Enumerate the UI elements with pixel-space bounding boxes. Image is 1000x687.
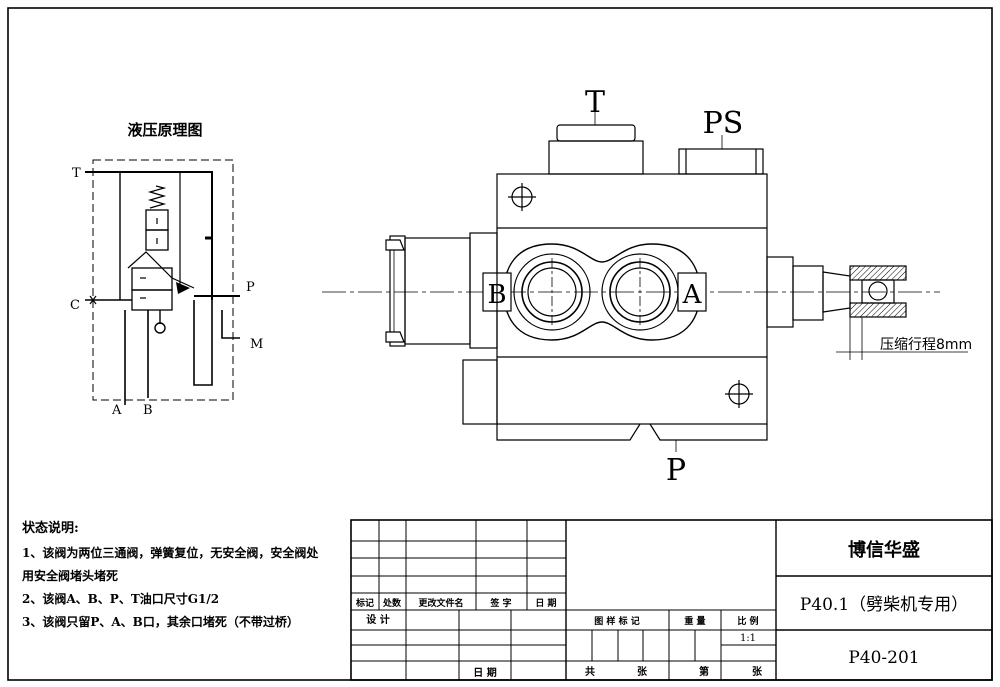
- m-line: [221, 310, 240, 339]
- valve-box-4: [131, 289, 173, 311]
- spool-housing: [792, 265, 824, 321]
- assembly-label-ps: PS: [703, 106, 744, 141]
- number-label: 第: [699, 665, 709, 678]
- port-label-t: T: [72, 166, 81, 181]
- clevis-bottom: [849, 302, 907, 318]
- flow-arrow: [176, 282, 190, 294]
- rev-header-date: 日 期: [535, 597, 556, 609]
- notes-line-4: 3、该阀只留P、A、B口，其余口堵死（不带过桥）: [22, 614, 299, 629]
- ps-boss: [678, 148, 764, 175]
- port-label-p: P: [246, 280, 255, 295]
- handle-knob: [154, 322, 166, 334]
- scale-value: 1:1: [740, 633, 756, 644]
- t-boss: [548, 140, 644, 175]
- port-label-m: M: [250, 337, 263, 352]
- valve-box-2: [145, 229, 169, 251]
- design-label: 设 计: [366, 613, 389, 626]
- sheet-label-2: 张: [752, 665, 763, 678]
- rev-header-file: 更改文件名: [418, 597, 463, 609]
- tank-line: [85, 171, 213, 300]
- rev-header-sign: 签 字: [489, 597, 511, 609]
- sheet-border: [7, 7, 993, 681]
- title-block-frame: [350, 519, 993, 681]
- status-notes: 状态说明: 1、该阀为两位三通阀，弹簧复位，无安全阀，安全阀处 用安全阀堵头堵死…: [21, 520, 319, 629]
- notes-line-1: 1、该阀为两位三通阀，弹簧复位，无安全阀，安全阀处: [22, 545, 319, 560]
- valve-assembly: [322, 112, 968, 452]
- flow-path: [127, 251, 195, 289]
- clevis-top: [849, 265, 907, 281]
- schematic-title: 液压原理图: [127, 121, 202, 139]
- side-block: [462, 359, 498, 425]
- field-drawing-mark: 图 样 标 记: [594, 615, 639, 627]
- port-label-a: A: [111, 403, 122, 418]
- schematic-enclosure: [92, 159, 234, 401]
- model-name: P40.1（劈柴机专用）: [800, 595, 968, 615]
- notes-heading: 状态说明:: [22, 520, 79, 536]
- field-weight: 重 量: [684, 615, 705, 627]
- left-end-cover: [404, 237, 471, 345]
- sheet-label: 张: [637, 665, 648, 678]
- assembly-label-a: A: [682, 280, 703, 310]
- assembly-label-p: P: [666, 453, 686, 488]
- bottom-flange: [496, 423, 768, 441]
- hydraulic-schematic: 液压原理图: [70, 121, 263, 418]
- rev-header-count: 处数: [382, 597, 402, 609]
- port-label-b: B: [143, 403, 153, 418]
- total-label: 共: [585, 665, 595, 678]
- port-label-c: C: [70, 298, 80, 313]
- port-a-outer: [513, 253, 591, 331]
- title-block: [350, 519, 993, 681]
- assembly-label-b: B: [487, 280, 506, 310]
- field-scale: 比 例: [737, 615, 758, 627]
- clevis-pin: [861, 279, 895, 304]
- port-a-box: [677, 272, 707, 312]
- assembly-label-t: T: [585, 85, 605, 120]
- notes-line-3: 2、该阀A、B、P、T油口尺寸G1/2: [22, 591, 219, 606]
- notes-line-2: 用安全阀堵头堵死: [21, 568, 118, 583]
- spring-symbol: [147, 185, 167, 209]
- stroke-note: 压缩行程8mm: [880, 337, 972, 353]
- rev-header-mark: 标记: [355, 597, 374, 609]
- drawing-number: P40-201: [848, 648, 919, 668]
- m-return: [193, 300, 213, 386]
- valve-body: [496, 173, 768, 425]
- date-label: 日 期: [473, 666, 496, 679]
- title-block-text: 标记 处数 更改文件名 签 字 日 期 设 计 日 期 图 样 标 记 重 量 …: [355, 539, 968, 679]
- company-name: 博信华盛: [848, 539, 920, 561]
